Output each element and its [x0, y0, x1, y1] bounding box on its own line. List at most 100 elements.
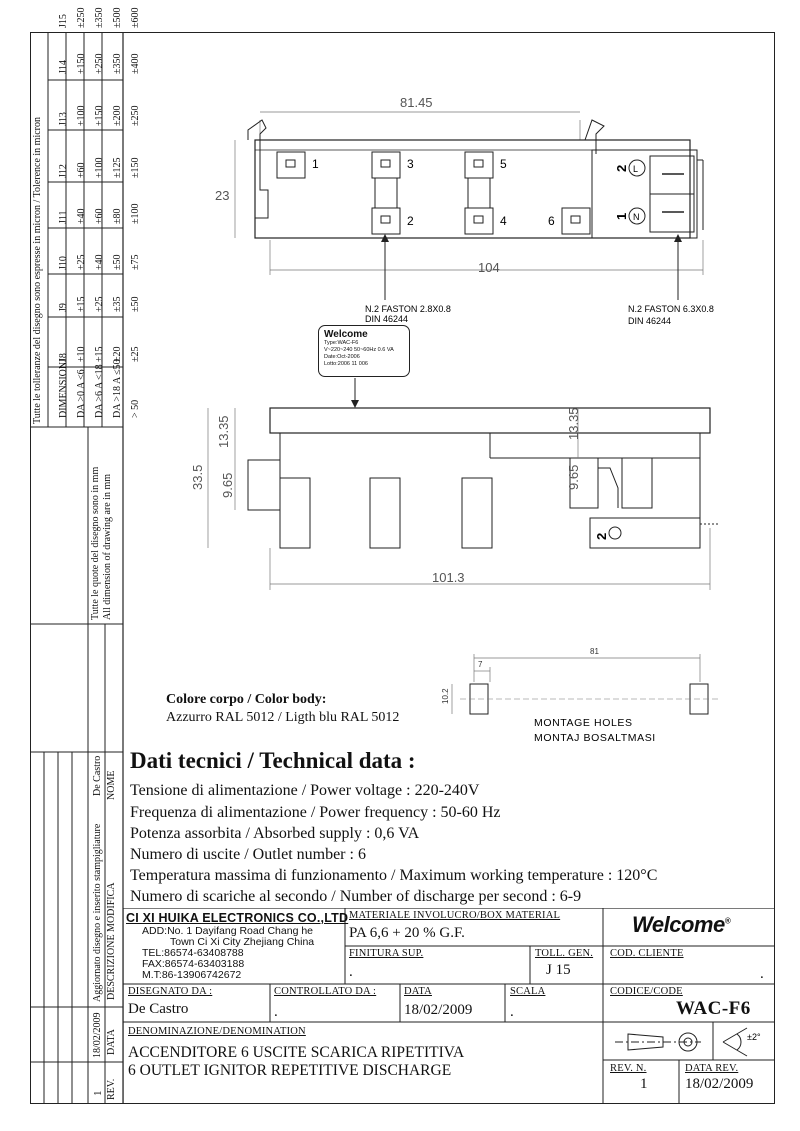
color-body-title: Colore corpo / Color body: — [166, 692, 327, 707]
tolerance-title: Tutte le tolleranze del disegno sono esp… — [32, 116, 43, 424]
pin-label-6: 6 — [548, 214, 555, 228]
tolerance-header-cell: J8 — [58, 353, 69, 362]
slot-l-symbol: L — [633, 164, 638, 174]
denominazione-line-2: 6 OUTLET IGNITOR REPETITIVE DISCHARGE — [128, 1062, 452, 1079]
tolerance-cell: ±25 — [130, 346, 141, 363]
pin-slot-4 — [464, 207, 494, 235]
company-name: CI XI HUIKA ELECTRONICS CO.,LTD — [126, 911, 349, 925]
slot-n-symbol: N — [633, 212, 640, 222]
side-slot-label-2: 2 — [594, 533, 609, 540]
tolerance-cell: ±350 — [94, 7, 105, 29]
label-line-3: Date:Oct-2006 — [324, 354, 360, 360]
tolerance-cell: ±350 — [112, 53, 123, 75]
tolerance-cell: DA >0 A ≤6 — [76, 369, 87, 418]
rev-date: 18/02/2009 — [92, 1012, 103, 1058]
tech-line-temperature: Temperatura massima di funzionamento / M… — [130, 867, 658, 884]
rev-name: De Castro — [92, 755, 103, 796]
tolerance-header-cell: J15 — [58, 14, 69, 28]
quote-note-1: Tutte le quote del disegno sono in mm — [90, 466, 101, 620]
pin-label-1: 1 — [312, 157, 319, 171]
tolerance-cell: ±60 — [94, 208, 105, 225]
dim-left-9-65: 9.65 — [220, 473, 235, 498]
address-line-2: Town Ci Xi City Zhejiang China — [170, 936, 315, 948]
tolerance-cell: > 50 — [130, 399, 141, 418]
pin-label-5: 5 — [500, 157, 507, 171]
codice-label: CODICE/CODE — [610, 986, 683, 997]
dim-7: 7 — [478, 660, 483, 669]
technical-title: Dati tecnici / Technical data : — [130, 748, 416, 773]
registered-mark: ® — [724, 916, 731, 926]
rev-header-desc: DESCRIZIONE MODIFICA — [106, 882, 117, 1001]
codice-value: WAC-F6 — [676, 998, 751, 1019]
rev-number: 1 — [92, 1090, 104, 1097]
tolerance-header-cell: J10 — [58, 256, 69, 270]
company-fax: FAX:86574-63403188 — [142, 958, 245, 970]
denominazione-label: DENOMINAZIONE/DENOMINATION — [128, 1026, 306, 1037]
pin-label-4: 4 — [500, 214, 507, 228]
rev-header-rev: REV. — [106, 1078, 117, 1100]
tolerance-cell: ±20 — [112, 346, 123, 363]
pin-slot-3 — [371, 151, 401, 179]
tolerance-cell: ±250 — [130, 105, 141, 127]
label-line-1: Type:WAC-F6 — [324, 340, 359, 346]
label-line-4: Lotto:2006 11 006 — [324, 361, 368, 367]
controllato-label: CONTROLLATO DA : — [274, 986, 377, 997]
tolerance-cell: ±500 — [112, 7, 123, 29]
rev-description: Aggiornato disegno e inserito stampiglia… — [92, 823, 103, 1002]
color-body-value: Azzurro RAL 5012 / Ligth blu RAL 5012 — [166, 710, 400, 725]
tolerance-cell: ±50 — [112, 254, 123, 271]
dim-81: 81 — [590, 647, 599, 656]
callout-right-1: N.2 FASTON 6.3X0.8 — [628, 304, 714, 314]
tolerance-cell: ±200 — [112, 105, 123, 127]
tolerance-cell: ±15 — [94, 346, 105, 363]
label-line-2: V~220~240 50~60Hz 0.6 VA — [324, 347, 394, 353]
quote-note-2-text: All dimension of drawing are in mm — [102, 473, 113, 620]
top-view-drawing: 81.45 23 1 2 3 4 5 6 L N 2 1 104 N.2 FAS… — [215, 95, 714, 326]
finitura-label: FINITURA SUP. — [349, 948, 424, 959]
label-brand: Welcome — [324, 329, 368, 340]
dim-33-5: 33.5 — [190, 465, 205, 490]
tolerance-cell: ±250 — [76, 7, 87, 29]
toll-gen-value: J 15 — [546, 962, 571, 978]
dim-101-3: 101.3 — [432, 570, 465, 585]
cod-cliente-value: . — [760, 966, 764, 982]
rev-n-value: 1 — [640, 1076, 648, 1092]
slot-label-1: 1 — [614, 213, 629, 220]
title-block-grid: ±2° — [123, 908, 775, 1104]
dim-23: 23 — [215, 188, 229, 203]
tolerance-header-cell: J14 — [58, 60, 69, 74]
angle-symbol: ±2° — [747, 1032, 761, 1042]
company-address: ADD:No. 1 Dayifang Road Chang he Town Ci… — [142, 926, 314, 981]
slot-label-2: 2 — [614, 165, 629, 172]
tolerance-cell: ±50 — [130, 296, 141, 313]
montage-holes-drawing: 81 7 10.2 MONTAGE HOLES MONTAJ BOSALTMAS… — [441, 647, 720, 744]
welcome-logo: Welcome® — [632, 912, 731, 938]
controllato-value: . — [274, 1004, 278, 1020]
tech-line-discharge: Numero di scariche al secondo / Number o… — [130, 888, 582, 905]
tolerance-cell: ±100 — [76, 105, 87, 127]
tolerance-cell: ±125 — [112, 157, 123, 179]
callout-left-1: N.2 FASTON 2.8X0.8 — [365, 304, 451, 314]
tech-line-voltage: Tensione di alimentazione / Power voltag… — [130, 782, 480, 799]
tolerance-header-cell: DIMENSIONI — [58, 358, 69, 418]
tolerance-cell: ±150 — [76, 53, 87, 75]
data-label: DATA — [404, 986, 432, 997]
tech-line-outlets: Numero di uscite / Outlet number : 6 — [130, 846, 366, 863]
toll-gen-label: TOLL. GEN. — [535, 948, 594, 959]
pin-slot-6 — [561, 207, 591, 235]
pin-slot-1 — [276, 151, 306, 179]
material-value: PA 6,6 + 20 % G.F. — [349, 925, 465, 941]
data-rev-label: DATA REV. — [685, 1063, 739, 1074]
rev-n-label: REV. N. — [610, 1063, 647, 1074]
material-label: MATERIALE INVOLUCRO/BOX MATERIAL — [349, 910, 561, 921]
tolerance-cell: ±25 — [76, 254, 87, 271]
welcome-logo-text: Welcome — [632, 912, 725, 937]
tolerance-cell: ±150 — [94, 105, 105, 127]
tolerance-cell: ±10 — [76, 346, 87, 363]
dim-81-45: 81.45 — [400, 95, 433, 110]
data-rev-value: 18/02/2009 — [685, 1076, 754, 1092]
tolerance-cell: ±75 — [130, 254, 141, 271]
disegnato-value: De Castro — [128, 1001, 189, 1017]
product-label: Welcome Type:WAC-F6 V~220~240 50~60Hz 0.… — [318, 325, 410, 377]
tolerance-cell: ±40 — [94, 254, 105, 271]
